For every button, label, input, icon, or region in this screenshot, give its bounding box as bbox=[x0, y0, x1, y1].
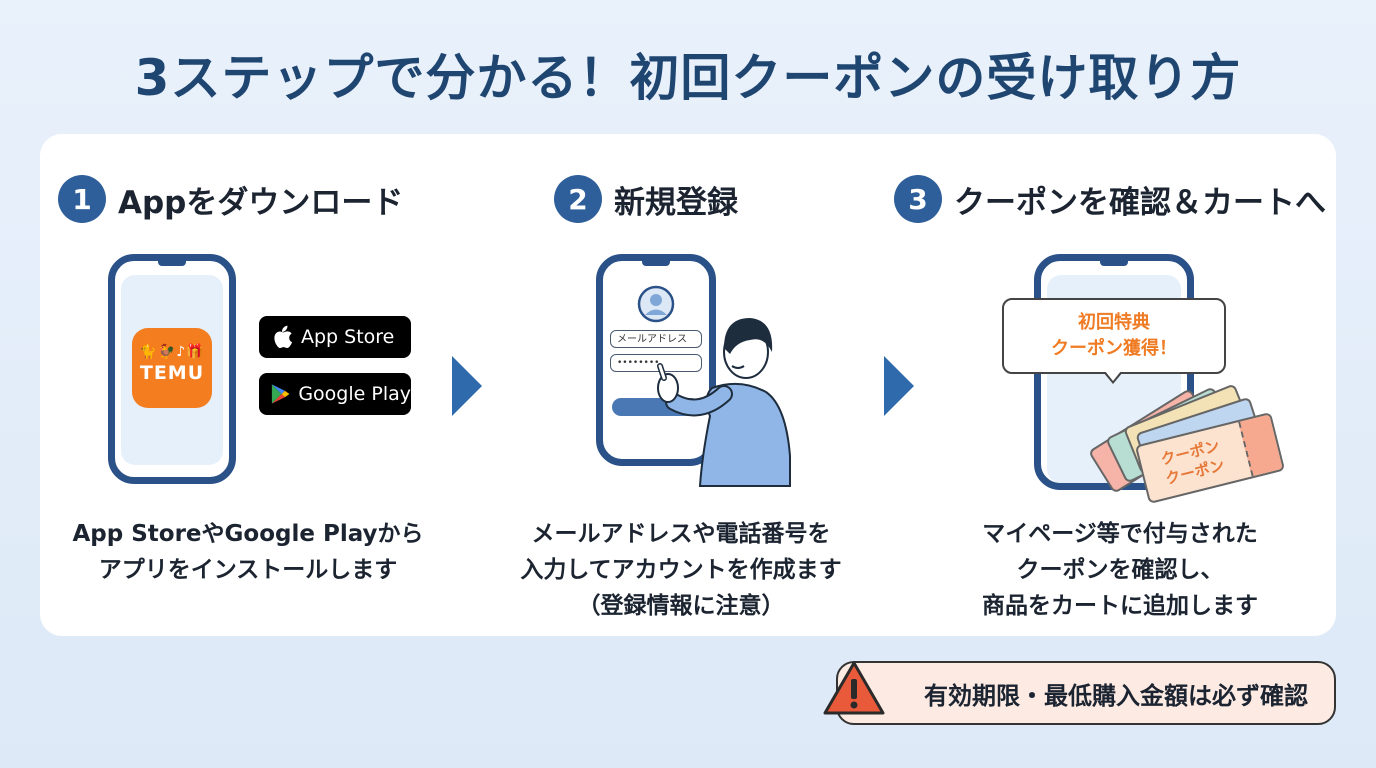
bubble-tail-inner bbox=[1105, 371, 1121, 381]
password-input[interactable]: •••••••• bbox=[610, 354, 702, 372]
step-1-caption: App StoreやGoogle Playから アプリをインストールします bbox=[48, 516, 448, 588]
step-3-caption-line-3: 商品をカートに追加します bbox=[982, 593, 1258, 619]
phone-notch bbox=[642, 261, 670, 266]
bubble-line-1: 初回特典 bbox=[1078, 312, 1150, 333]
phone-notch bbox=[1100, 261, 1128, 266]
temu-logo-icons: 🐈🐓♪🎁 bbox=[139, 344, 205, 360]
step-1-number: 1 bbox=[58, 175, 106, 223]
warning-icon bbox=[823, 661, 885, 715]
temu-app-icon[interactable]: 🐈🐓♪🎁 TEMU bbox=[132, 328, 212, 408]
email-input[interactable]: メールアドレス bbox=[610, 330, 702, 348]
step-2-caption-line-3: （登録情報に注意） bbox=[577, 593, 785, 619]
phone-notch bbox=[158, 261, 186, 266]
step-2-number: 2 bbox=[554, 175, 602, 223]
google-play-badge[interactable]: Google Play bbox=[259, 373, 411, 415]
step-3-title: クーポンを確認＆カートへ bbox=[954, 184, 1326, 221]
step-3-header: 3 クーポンを確認＆カートへ bbox=[894, 172, 1326, 226]
user-avatar-icon bbox=[637, 285, 675, 323]
step-3-number: 3 bbox=[894, 175, 942, 223]
step-2-caption-line-1: メールアドレスや電話番号を bbox=[531, 521, 831, 547]
step-2-title: 新規登録 bbox=[614, 184, 738, 221]
step-1-title: Appをダウンロード bbox=[118, 184, 404, 221]
bubble-line-2: クーポン獲得！ bbox=[1051, 338, 1177, 359]
person-illustration-icon bbox=[657, 318, 791, 487]
coupon-text: クーポン クーポン bbox=[1149, 433, 1236, 491]
step-1-caption-line-2: アプリをインストールします bbox=[98, 557, 398, 583]
next-arrow-icon bbox=[452, 356, 482, 416]
apple-icon bbox=[274, 325, 292, 348]
app-store-badge[interactable]: App Store bbox=[259, 316, 411, 358]
step-3-caption-line-1: マイページ等で付与された bbox=[982, 521, 1258, 547]
next-arrow-icon bbox=[884, 356, 914, 416]
step-1-caption-line-1: App StoreやGoogle Playから bbox=[72, 521, 424, 547]
warning-text: 有効期限・最低購入金額は必ず確認 bbox=[924, 681, 1308, 710]
coupon-bubble: 初回特典 クーポン獲得！ bbox=[1002, 298, 1226, 374]
google-play-label: Google Play bbox=[298, 383, 411, 405]
step-2-header: 2 新規登録 bbox=[554, 172, 738, 226]
step-2-caption: メールアドレスや電話番号を 入力してアカウントを作成ます （登録情報に注意） bbox=[486, 516, 876, 624]
page-title: 3ステップで分かる！初回クーポンの受け取り方 bbox=[134, 49, 1242, 107]
step-3-caption-line-2: クーポンを確認し、 bbox=[1016, 557, 1224, 583]
app-store-label: App Store bbox=[301, 326, 395, 348]
step-2-caption-line-2: 入力してアカウントを作成ます bbox=[520, 557, 842, 583]
temu-logo-text: TEMU bbox=[139, 362, 205, 384]
google-play-icon bbox=[271, 384, 290, 404]
step-1-header: 1 Appをダウンロード bbox=[58, 172, 403, 226]
warning-note: 有効期限・最低購入金額は必ず確認 bbox=[836, 661, 1336, 725]
step-3-caption: マイページ等で付与された クーポンを確認し、 商品をカートに追加します bbox=[930, 516, 1310, 624]
